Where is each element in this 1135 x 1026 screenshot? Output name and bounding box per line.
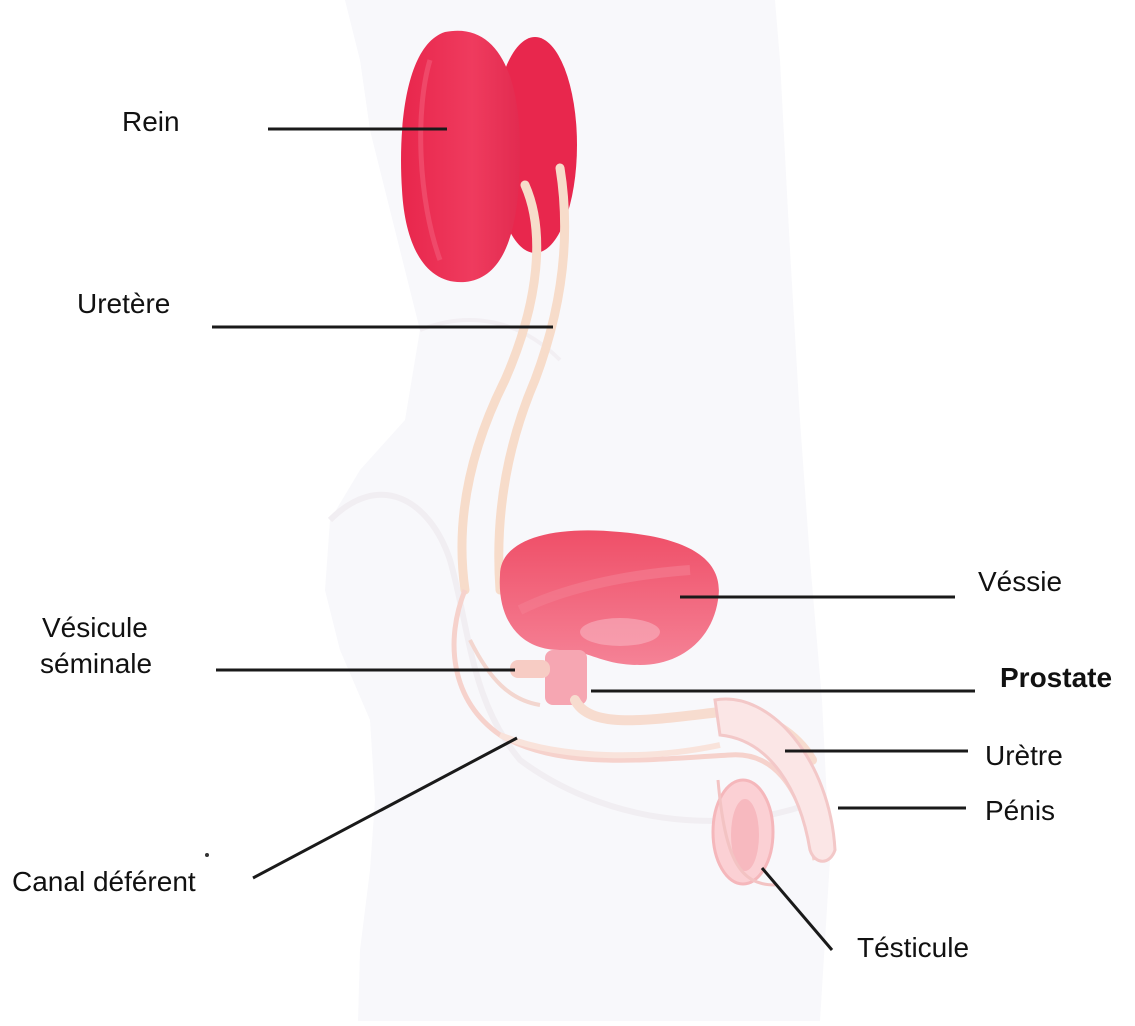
label-vesicule-line2: séminale bbox=[40, 648, 152, 680]
label-prostate: Prostate bbox=[1000, 662, 1112, 694]
stray-dot bbox=[205, 853, 209, 857]
label-uretre: Urètre bbox=[985, 740, 1063, 772]
label-testicule: Tésticule bbox=[857, 932, 969, 964]
kidney bbox=[401, 31, 577, 282]
label-vesicule-line1: Vésicule bbox=[42, 612, 148, 644]
label-vessie: Véssie bbox=[978, 566, 1062, 598]
label-canal: Canal déférent bbox=[12, 866, 196, 898]
label-rein: Rein bbox=[122, 106, 180, 138]
label-penis: Pénis bbox=[985, 795, 1055, 827]
label-uretere: Uretère bbox=[77, 288, 170, 320]
